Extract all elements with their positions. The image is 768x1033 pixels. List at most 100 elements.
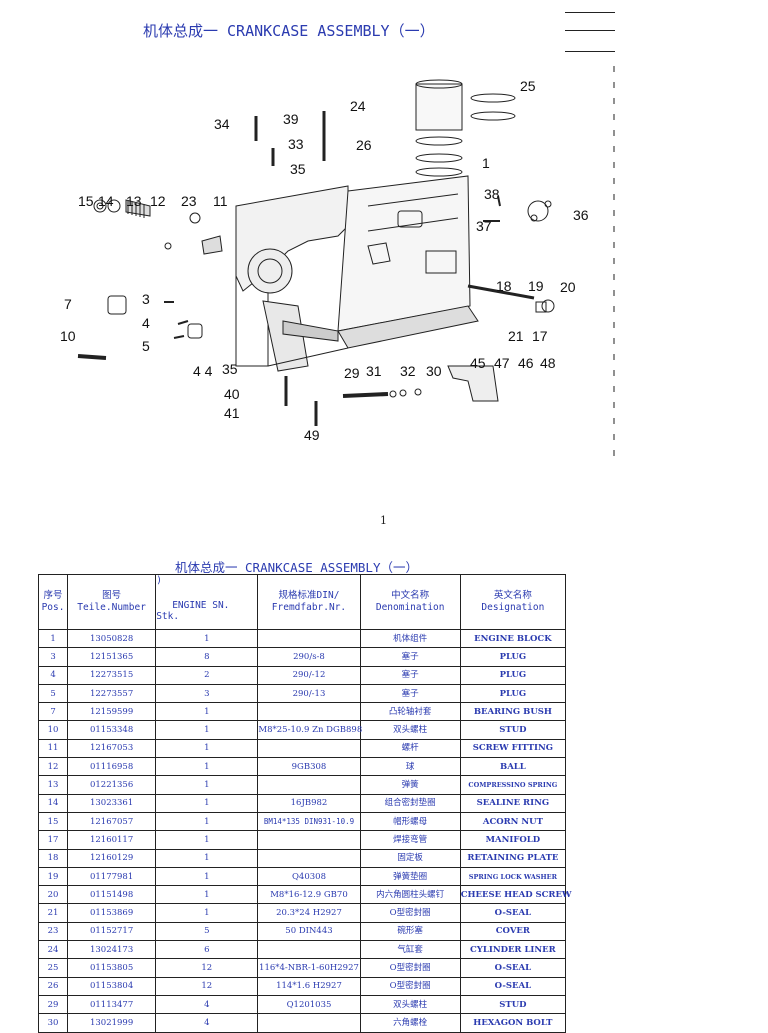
cell-chinese-name: 凸轮轴衬套 bbox=[359, 702, 461, 722]
cell-english-name: STUD bbox=[459, 994, 567, 1015]
cell-pos: 3 bbox=[37, 647, 69, 667]
svg-text:47: 47 bbox=[494, 355, 510, 371]
svg-text:48: 48 bbox=[540, 355, 556, 371]
cell-english-name: CYLINDER LINER bbox=[459, 940, 567, 960]
svg-text:3: 3 bbox=[142, 291, 150, 307]
cell-qty: 1 bbox=[155, 811, 259, 832]
svg-text:46: 46 bbox=[518, 355, 534, 371]
cell-pos: 5 bbox=[37, 683, 69, 704]
cell-pos: 21 bbox=[37, 903, 69, 923]
cell-pos: 13 bbox=[37, 775, 69, 795]
cell-qty: 4 bbox=[155, 1013, 259, 1033]
cell-english-name: ACORN NUT bbox=[459, 811, 567, 832]
cell-english-name: ENGINE BLOCK bbox=[459, 628, 567, 649]
svg-text:13: 13 bbox=[126, 193, 142, 209]
svg-text:23: 23 bbox=[181, 193, 197, 209]
cell-spec bbox=[257, 1013, 361, 1033]
cell-qty: 1 bbox=[155, 793, 259, 813]
cell-chinese-name: 焊接弯管 bbox=[359, 830, 461, 850]
cell-qty: 1 bbox=[155, 830, 259, 850]
svg-text:4 4: 4 4 bbox=[193, 363, 213, 379]
cell-number: 12167053 bbox=[67, 738, 157, 759]
cell-pos: 1 bbox=[37, 628, 69, 649]
cell-pos: 24 bbox=[37, 940, 69, 960]
cell-chinese-name: 六角螺栓 bbox=[359, 1013, 461, 1033]
cell-spec: Q40308 bbox=[257, 866, 361, 887]
cell-spec: 9GB308 bbox=[257, 757, 361, 777]
cell-qty: 12 bbox=[155, 958, 259, 978]
cell-number: 01113477 bbox=[67, 994, 157, 1015]
svg-text:1: 1 bbox=[482, 155, 490, 171]
svg-text:17: 17 bbox=[532, 328, 548, 344]
cell-pos: 17 bbox=[37, 830, 69, 850]
svg-text:41: 41 bbox=[224, 405, 240, 421]
svg-text:49: 49 bbox=[304, 427, 320, 443]
svg-text:31: 31 bbox=[366, 363, 382, 379]
svg-text:5: 5 bbox=[142, 338, 150, 354]
cell-number: 13021999 bbox=[67, 1013, 157, 1033]
cell-number: 12273557 bbox=[67, 683, 157, 704]
cell-qty: 2 bbox=[155, 665, 259, 685]
cell-spec bbox=[257, 775, 361, 795]
cell-number: 13024173 bbox=[67, 940, 157, 960]
cell-qty: 5 bbox=[155, 921, 259, 942]
cell-pos: 25 bbox=[37, 958, 69, 978]
page-title: 机体总成一 CRANKCASE ASSEMBLY（一） bbox=[143, 22, 435, 40]
svg-text:37: 37 bbox=[476, 218, 492, 234]
cell-number: 12151365 bbox=[67, 647, 157, 667]
svg-text:14: 14 bbox=[98, 193, 114, 209]
cell-number: 12167057 bbox=[67, 811, 157, 832]
header-frame bbox=[565, 12, 615, 52]
cell-qty: 1 bbox=[155, 848, 259, 868]
cell-spec: 16JB982 bbox=[257, 793, 361, 813]
cell-spec bbox=[257, 738, 361, 759]
svg-text:45: 45 bbox=[470, 355, 486, 371]
cell-chinese-name: 塞子 bbox=[359, 647, 461, 667]
cell-number: 01153348 bbox=[67, 720, 157, 740]
cell-english-name: O-SEAL bbox=[459, 976, 567, 996]
svg-text:26: 26 bbox=[356, 137, 372, 153]
cell-pos: 26 bbox=[37, 976, 69, 996]
svg-text:15: 15 bbox=[78, 193, 94, 209]
table-title: 机体总成一 CRANKCASE ASSEMBLY（一） bbox=[175, 560, 418, 575]
cell-chinese-name: 塞子 bbox=[359, 665, 461, 685]
cell-pos: 7 bbox=[37, 702, 69, 722]
cell-number: 01177981 bbox=[67, 866, 157, 887]
cell-spec bbox=[257, 848, 361, 868]
cell-pos: 20 bbox=[37, 885, 69, 905]
cell-qty: 1 bbox=[155, 628, 259, 649]
svg-text:20: 20 bbox=[560, 279, 576, 295]
cell-english-name: BEARING BUSH bbox=[459, 702, 567, 722]
svg-text:10: 10 bbox=[60, 328, 76, 344]
svg-text:33: 33 bbox=[288, 136, 304, 152]
cell-spec: 290/-13 bbox=[257, 683, 361, 704]
svg-text:24: 24 bbox=[350, 98, 366, 114]
cell-spec bbox=[257, 940, 361, 960]
cell-qty: 8 bbox=[155, 647, 259, 667]
cell-spec: Q1201035 bbox=[257, 994, 361, 1015]
cell-qty: 1 bbox=[155, 757, 259, 777]
cell-spec: 114*1.6 H2927 bbox=[257, 976, 361, 996]
svg-text:34: 34 bbox=[214, 116, 230, 132]
cell-pos: 30 bbox=[37, 1013, 69, 1033]
cell-number: 01153869 bbox=[67, 903, 157, 923]
cell-number: 13023361 bbox=[67, 793, 157, 813]
cell-english-name: COMPRESSINO SPRING bbox=[459, 775, 567, 795]
cell-english-name: O-SEAL bbox=[459, 903, 567, 923]
svg-text:18: 18 bbox=[496, 278, 512, 294]
svg-text:21: 21 bbox=[508, 328, 524, 344]
cell-pos: 15 bbox=[37, 811, 69, 832]
svg-text:19: 19 bbox=[528, 278, 544, 294]
cell-english-name: MANIFOLD bbox=[459, 830, 567, 850]
